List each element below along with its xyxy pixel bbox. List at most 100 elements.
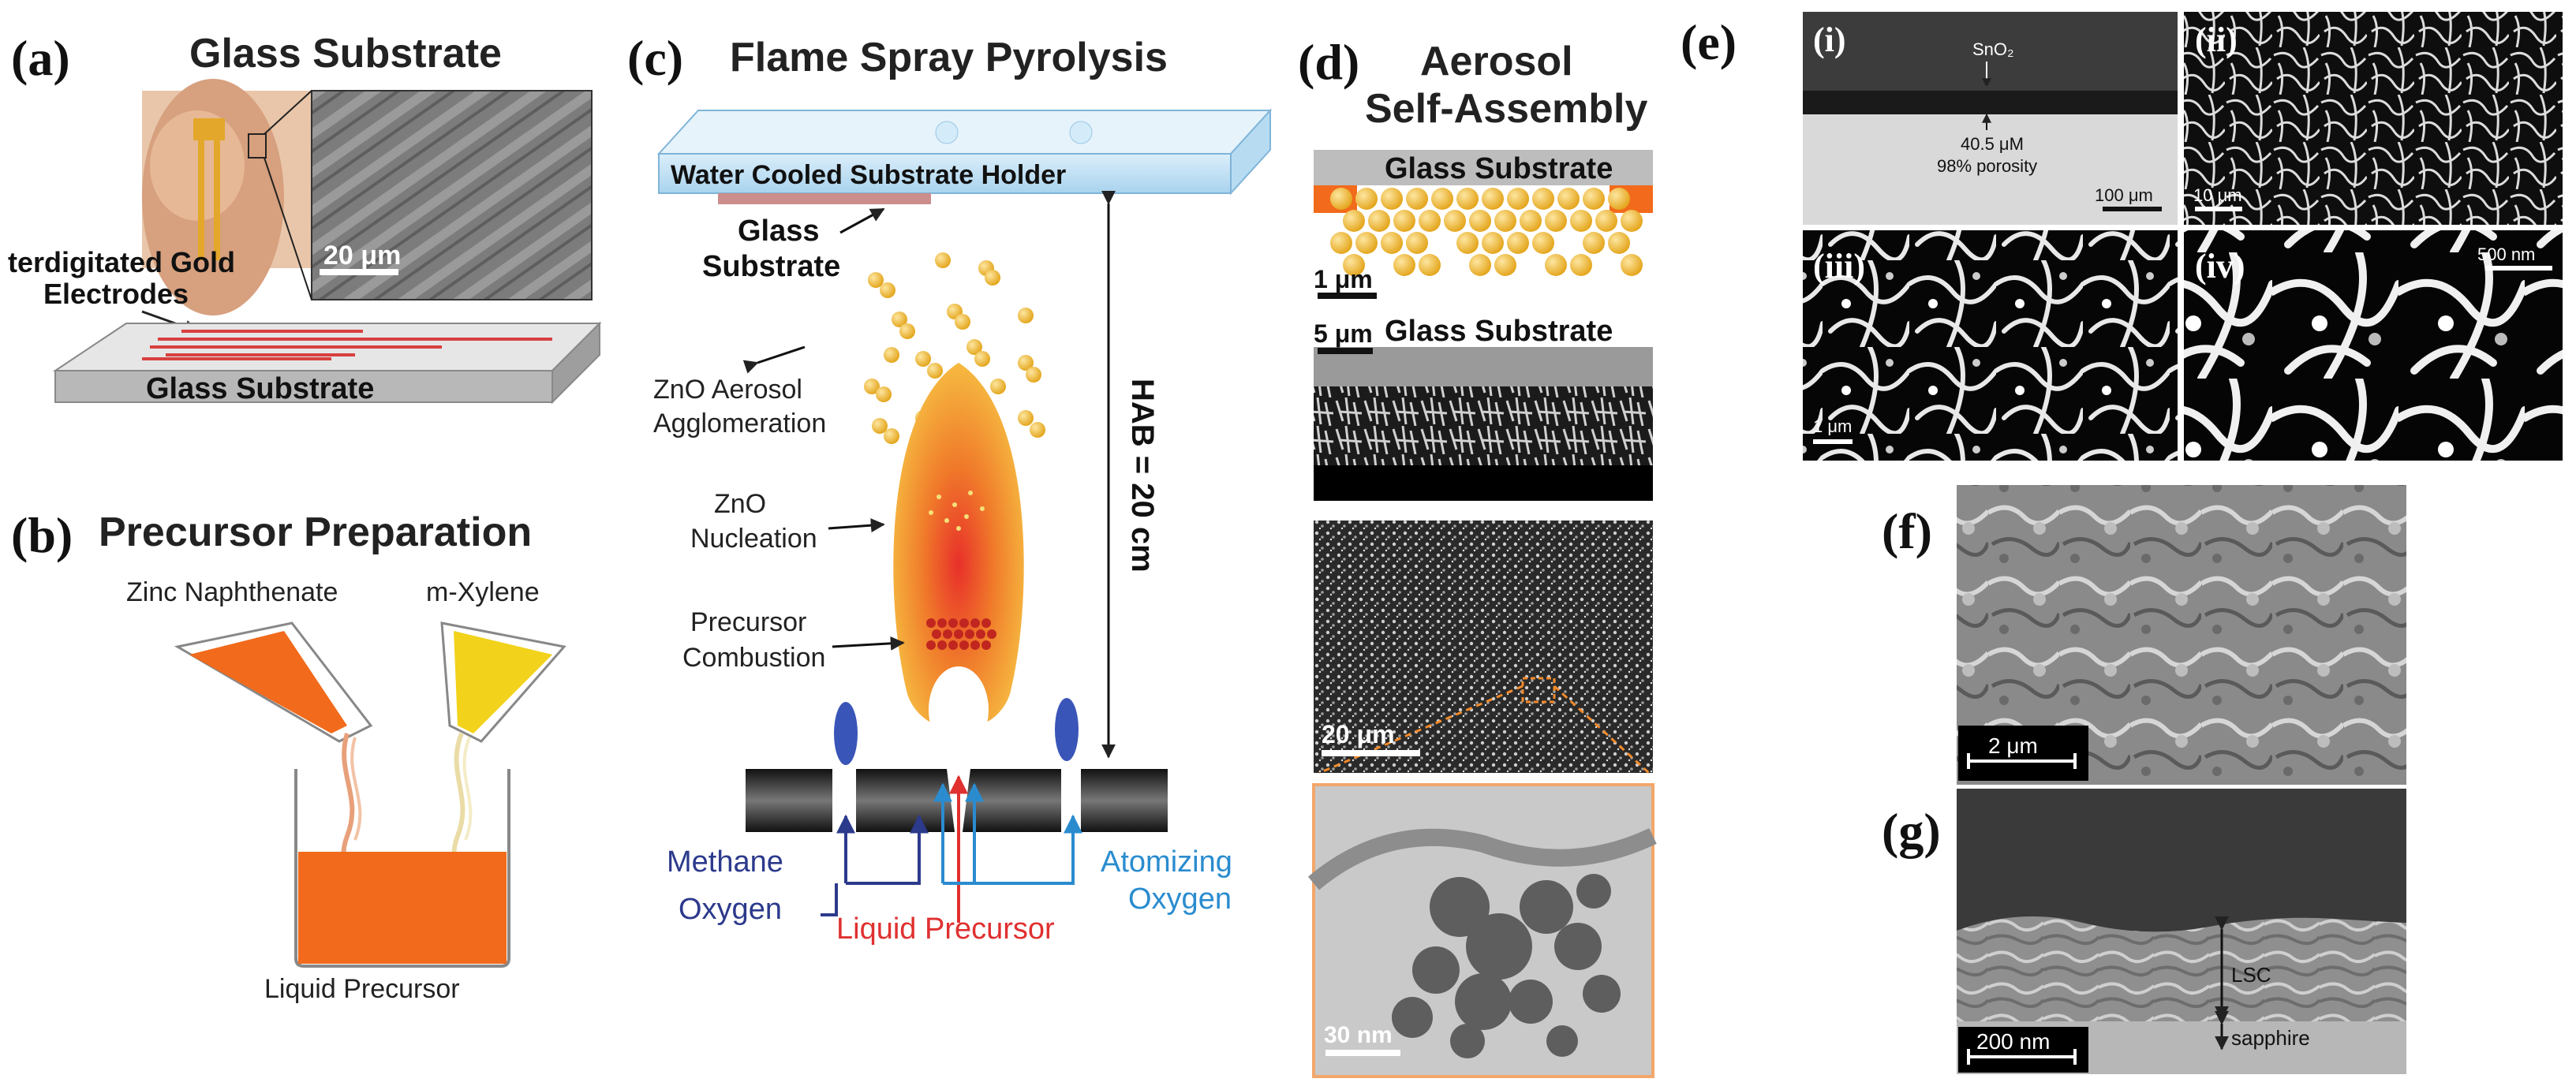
combustion-droplet (959, 640, 969, 650)
assembled-particle (1456, 188, 1479, 210)
glass-substrate-bar-d (1314, 150, 1653, 185)
scale-label-e-iii: 1 μm (1813, 416, 1852, 436)
combustion-droplet (943, 629, 952, 639)
assembled-particle (1381, 232, 1403, 254)
scale-label-d2: 5 μm (1314, 319, 1373, 348)
atomizing-label-line2: Oxygen (1128, 883, 1232, 916)
tem-particle (1430, 877, 1490, 937)
nucleus-particle (944, 518, 949, 523)
assembled-particle (1355, 188, 1378, 210)
aerosol-label-line1: ZnO Aerosol (653, 375, 802, 405)
scale-label-a: 20 μm (323, 241, 401, 271)
sem-panel-ii: (ii) 10 μm (2184, 12, 2563, 225)
tem-particle (1392, 997, 1433, 1038)
lsc-label: LSC (2231, 963, 2271, 987)
combustion-label-line2: Combustion (682, 643, 825, 673)
assembled-particle (1368, 210, 1390, 232)
scale-label-e-ii: 10 μm (2193, 185, 2242, 205)
panel-letter-e: (e) (1681, 14, 1737, 70)
assembled-particle (1570, 210, 1592, 232)
nucleus-particle (956, 526, 961, 531)
methane-label: Methane (667, 845, 783, 879)
assembled-particle (1330, 188, 1352, 210)
panel-g: (g) LSC sapphire 200 nm (1882, 789, 2406, 1074)
zinc-naphthenate-label: Zinc Naphthenate (126, 577, 338, 607)
aerosol-particle (892, 312, 907, 327)
nucleus-particle (929, 510, 933, 515)
aerosol-label-line2: Agglomeration (653, 409, 826, 439)
tem-particle (1554, 923, 1602, 970)
assembled-particle (1494, 210, 1516, 232)
flame (893, 363, 1024, 753)
panel-d-title-line2: Self-Assembly (1365, 86, 1647, 132)
nucleation-particles (929, 491, 985, 531)
assembled-particles (1330, 188, 1643, 276)
combustion-droplet (948, 640, 958, 650)
atomizing-label-line1: Atomizing (1101, 845, 1232, 879)
panel-letter-g: (g) (1882, 803, 1941, 859)
panel-c: (c) Flame Spray Pyrolysis Water Cooled S… (627, 30, 1273, 946)
electrodes-label-line1: terdigitated Gold (8, 246, 235, 278)
panel-b-title: Precursor Preparation (99, 509, 532, 555)
combustion-droplets (926, 618, 996, 650)
tem-particle (1576, 874, 1611, 909)
assembled-particle (1355, 232, 1378, 254)
combustion-droplet (987, 629, 996, 639)
combustion-droplet (937, 618, 947, 628)
panel-letter-b: (b) (11, 507, 73, 563)
tem-particle (1546, 1025, 1578, 1057)
aerosol-particle (884, 347, 899, 363)
oxygen-label: Oxygen (679, 893, 782, 926)
sub-label-ii: (ii) (2195, 21, 2238, 59)
zinc-naphthenate-beaker (174, 621, 373, 743)
assembled-particle (1621, 254, 1643, 276)
panel-letter-a: (a) (11, 30, 70, 86)
assembled-particle (1520, 210, 1542, 232)
combustion-droplet (948, 618, 958, 628)
aerosol-particle (935, 252, 951, 268)
assembled-particle (1343, 210, 1365, 232)
nucleus-particle (980, 506, 985, 511)
combustion-droplet (959, 618, 969, 628)
pilot-flame-right (1055, 698, 1079, 761)
sem-panel-iv: (iv) 500 nm (2184, 230, 2563, 461)
scale-label-g: 200 nm (1976, 1029, 2050, 1054)
aerosol-particle (955, 314, 970, 330)
assembled-particle (1532, 188, 1554, 210)
panel-letter-c: (c) (627, 30, 683, 86)
aerosol-particle (915, 351, 931, 367)
sub-label-iii: (iii) (1813, 247, 1865, 285)
assembled-particle (1570, 254, 1592, 276)
tem-particle (1520, 880, 1573, 934)
assembled-particle (1482, 188, 1504, 210)
aerosol-particle (985, 270, 1000, 285)
nucleus-particle (937, 494, 941, 499)
aerosol-particle (1026, 367, 1041, 383)
panel-b: (b) Precursor Preparation Zinc Naphthena… (11, 507, 566, 1004)
electrodes-label-line2: Electrodes (43, 278, 189, 310)
scale-label-d4: 30 nm (1324, 1022, 1393, 1048)
combustion-droplet (981, 618, 991, 628)
aerosol-particle (927, 363, 943, 379)
aerosol-particle (876, 386, 892, 402)
assembled-particle (1494, 254, 1516, 276)
panel-letter-d: (d) (1298, 34, 1359, 90)
assembled-particle (1507, 232, 1529, 254)
tem-particles (1392, 874, 1621, 1058)
assembled-particle (1444, 210, 1466, 232)
assembled-particle (1456, 232, 1479, 254)
combustion-droplet (954, 629, 963, 639)
nucleus-particle (968, 491, 973, 495)
aerosol-particle (1030, 422, 1045, 438)
scale-label-e-i: 100 μm (2095, 185, 2153, 205)
scale-label-e-iv: 500 nm (2477, 244, 2535, 264)
assembled-particle (1393, 210, 1415, 232)
aerosol-particle (1018, 410, 1034, 426)
combustion-droplet (981, 640, 991, 650)
combustion-droplet (970, 640, 980, 650)
assembled-particle (1545, 210, 1567, 232)
combustion-droplet (970, 618, 980, 628)
assembled-particle (1545, 254, 1567, 276)
glass-slab-a (52, 321, 602, 405)
nucleus-particle (964, 514, 969, 519)
